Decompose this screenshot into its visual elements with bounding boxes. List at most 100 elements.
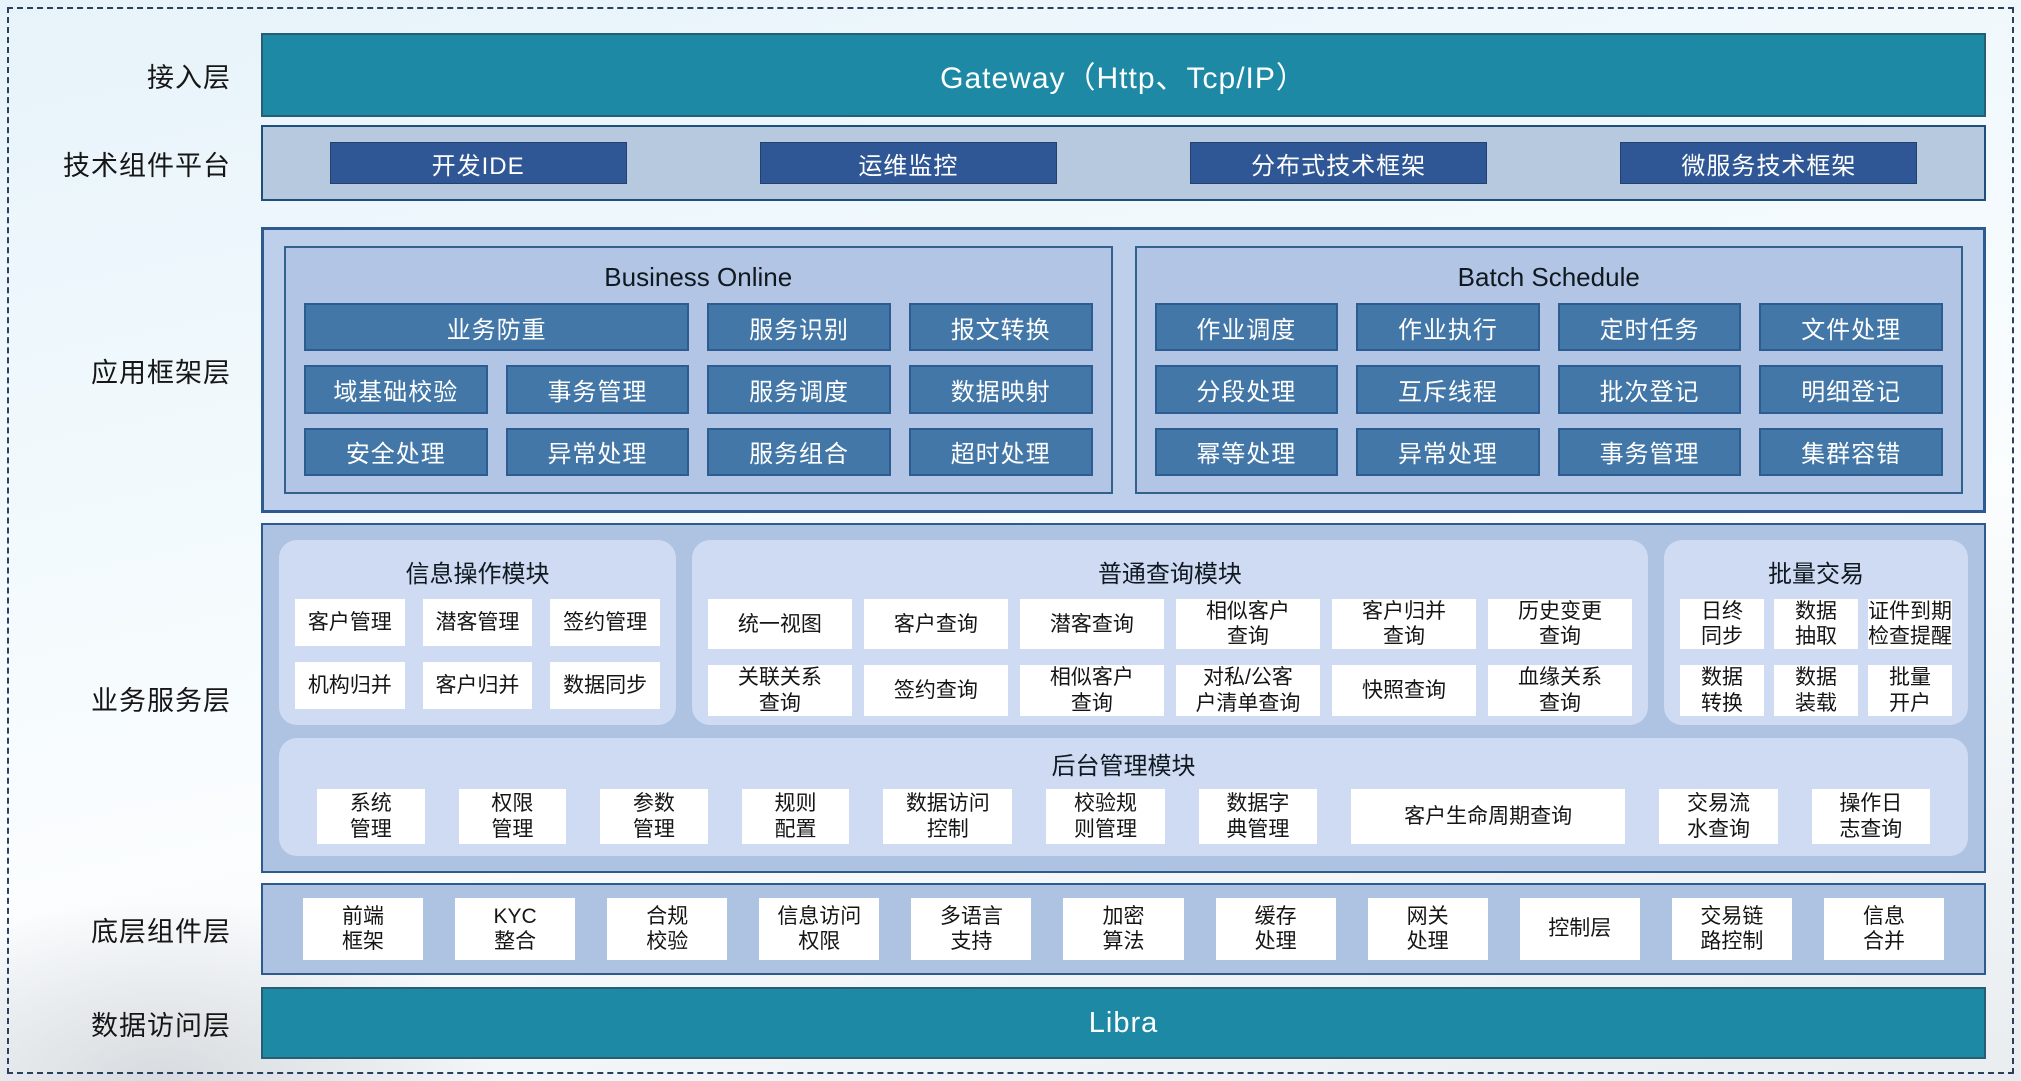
tech-platform-item: 开发IDE [329,142,627,184]
batch-schedule-panel: Batch Schedule 作业调度作业执行定时任务文件处理分段处理互斥线程批… [1134,246,1963,494]
batch-trade-module-panel: 批量交易 日终 同步数据 抽取证件到期 检查提醒数据 转换数据 装载批量 开户 [1663,540,1968,725]
module-card: 潜客查询 [1019,599,1164,650]
framework-chip: 定时任务 [1557,303,1742,352]
module-card: 签约管理 [550,599,660,646]
framework-chip: 幂等处理 [1154,427,1339,476]
module-card: 批量 开户 [1867,665,1952,716]
framework-chip: 超时处理 [908,427,1093,476]
framework-chip: 批次登记 [1557,365,1742,414]
framework-chip: 服务调度 [707,365,891,414]
module-card: 证件到期 检查提醒 [1867,599,1952,650]
tech-platform-item: 分布式技术框架 [1190,142,1488,184]
business-modules-row: 信息操作模块 客户管理潜客管理签约管理机构归并客户归并数据同步 普通查询模块 统… [279,540,1968,725]
query-module-panel: 普通查询模块 统一视图客户查询潜客查询相似客户 查询客户归并 查询历史变更 查询… [691,540,1648,725]
module-card: 信息访问 权限 [759,898,880,960]
module-card: 交易链 路控制 [1671,898,1792,960]
framework-chip: 报文转换 [908,303,1093,352]
module-card: 多语言 支持 [911,898,1032,960]
framework-chip: 业务防重 [304,303,690,352]
framework-chip: 服务识别 [707,303,891,352]
business-online-title: Business Online [604,262,793,292]
module-card: 相似客户 查询 [1019,665,1164,716]
module-card: 数据 抽取 [1773,599,1858,650]
module-card: 客户归并 查询 [1331,599,1476,650]
admin-cards: 系统 管理权限 管理参数 管理规则 配置数据访问 控制校验规 则管理数据字 典管… [317,789,1930,844]
batch-schedule-title: Batch Schedule [1457,262,1640,292]
module-card: 权限 管理 [458,789,567,844]
module-card: 客户生命周期查询 [1351,789,1626,844]
module-card: KYC 整合 [455,898,576,960]
module-card: 签约查询 [863,665,1008,716]
framework-chip: 文件处理 [1759,303,1943,352]
info-operation-cards: 客户管理潜客管理签约管理机构归并客户归并数据同步 [295,599,660,709]
architecture-diagram: 接入层 Gateway（Http、Tcp/IP） 技术组件平台 开发IDE 运维监… [7,7,2014,1074]
module-card: 关联关系 查询 [707,665,852,716]
module-card: 客户查询 [863,599,1008,650]
framework-chip: 集群容错 [1759,427,1943,476]
business-online-panel: Business Online 业务防重服务识别报文转换域基础校验事务管理服务调… [284,246,1113,494]
layer-row-access: 接入层 Gateway（Http、Tcp/IP） [9,33,2012,117]
module-card: 数据 装载 [1773,665,1858,716]
info-operation-module-panel: 信息操作模块 客户管理潜客管理签约管理机构归并客户归并数据同步 [279,540,676,725]
framework-chip: 互斥线程 [1356,365,1540,414]
layer-row-business-service: 业务服务层 信息操作模块 客户管理潜客管理签约管理机构归并客户归并数据同步 普通… [9,523,2012,873]
module-card: 校验规 则管理 [1046,789,1165,844]
admin-module-title: 后台管理模块 [1051,753,1196,780]
query-module-title: 普通查询模块 [1097,561,1242,588]
framework-chip: 异常处理 [1356,427,1540,476]
module-card: 控制层 [1519,898,1640,960]
libra-bar: Libra [261,987,1986,1059]
module-card: 操作日 志查询 [1811,789,1930,844]
base-components-label: 底层组件层 [91,916,231,947]
module-card: 系统 管理 [317,789,425,844]
app-framework-label: 应用框架层 [91,357,231,388]
business-online-grid: 业务防重服务识别报文转换域基础校验事务管理服务调度数据映射安全处理异常处理服务组… [304,303,1093,476]
framework-chip: 事务管理 [505,365,690,414]
module-card: 数据同步 [550,662,660,709]
module-card: 对私/公客 户清单查询 [1175,665,1320,716]
batch-schedule-grid: 作业调度作业执行定时任务文件处理分段处理互斥线程批次登记明细登记幂等处理异常处理… [1154,303,1943,476]
access-layer-label: 接入层 [147,62,231,93]
layer-row-data-access: 数据访问层 Libra [9,987,2012,1059]
framework-chip: 异常处理 [505,427,690,476]
module-card: 历史变更 查询 [1487,599,1632,650]
framework-chip: 域基础校验 [304,365,488,414]
framework-chip: 作业调度 [1154,303,1339,352]
framework-chip: 服务组合 [707,427,891,476]
module-card: 合规 校验 [607,898,728,960]
module-card: 数据访问 控制 [883,789,1013,844]
tech-platform-item: 运维监控 [759,142,1057,184]
module-card: 相似客户 查询 [1175,599,1320,650]
module-card: 日终 同步 [1679,599,1764,650]
query-cards: 统一视图客户查询潜客查询相似客户 查询客户归并 查询历史变更 查询关联关系 查询… [707,599,1632,716]
module-card: 缓存 处理 [1215,898,1336,960]
module-card: 统一视图 [707,599,852,650]
module-card: 网关 处理 [1367,898,1488,960]
gateway-bar: Gateway（Http、Tcp/IP） [261,33,1986,117]
batch-trade-module-title: 批量交易 [1767,561,1864,588]
module-card: 血缘关系 查询 [1487,665,1632,716]
tech-platform-label: 技术组件平台 [63,150,231,181]
module-card: 规则 配置 [741,789,850,844]
module-card: 快照查询 [1331,665,1476,716]
batch-trade-cards: 日终 同步数据 抽取证件到期 检查提醒数据 转换数据 装载批量 开户 [1679,599,1952,716]
framework-chip: 安全处理 [304,427,488,476]
framework-chip: 数据映射 [908,365,1093,414]
admin-module-panel: 后台管理模块 系统 管理权限 管理参数 管理规则 配置数据访问 控制校验规 则管… [279,738,1968,856]
module-card: 数据字 典管理 [1198,789,1318,844]
business-service-label: 业务服务层 [91,685,231,716]
module-card: 交易流 水查询 [1659,789,1778,844]
app-framework-panel: Business Online 业务防重服务识别报文转换域基础校验事务管理服务调… [261,227,1986,513]
module-card: 客户归并 [422,662,533,709]
module-card: 潜客管理 [422,599,533,646]
module-card: 加密 算法 [1063,898,1184,960]
module-card: 数据 转换 [1679,665,1764,716]
module-card: 信息 合并 [1823,898,1944,960]
framework-chip: 明细登记 [1759,365,1943,414]
data-access-label: 数据访问层 [91,1010,231,1041]
business-service-panel: 信息操作模块 客户管理潜客管理签约管理机构归并客户归并数据同步 普通查询模块 统… [261,523,1986,873]
